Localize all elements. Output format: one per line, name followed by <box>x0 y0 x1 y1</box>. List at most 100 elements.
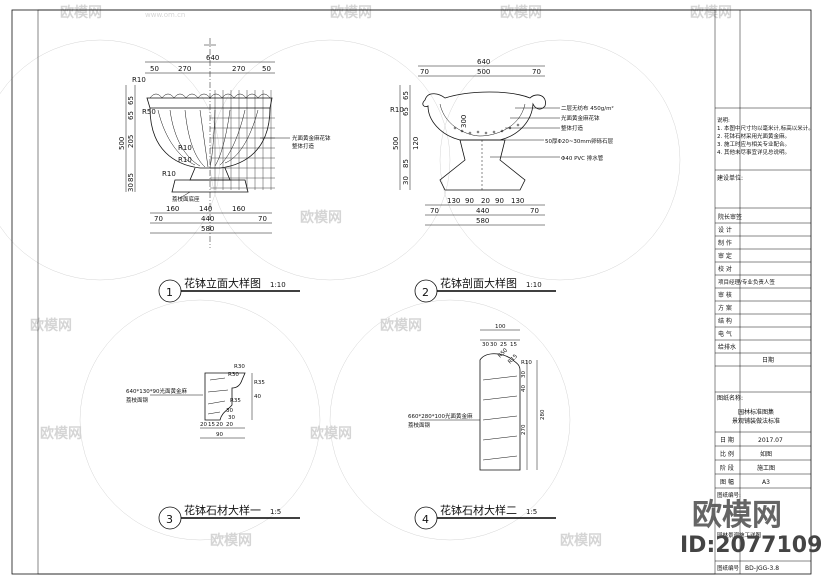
sect-bottom-dim: 580 <box>476 217 489 225</box>
drawing-scale: 1:5 <box>526 508 537 516</box>
tb-row-label: 校 对 <box>718 265 732 273</box>
elev-left-dim: 65 <box>127 111 135 120</box>
elev-left-dim: 65 <box>127 96 135 105</box>
tb-info-value: 施工图 <box>757 464 775 472</box>
sect-left-dim: R10 <box>390 106 404 114</box>
tb-row-label: 电 气 <box>718 330 732 338</box>
d1-note: 640*130*90光面黄金麻 <box>126 387 187 395</box>
tb-row-label: 设 计 <box>718 226 732 234</box>
inner-frame <box>37 9 716 575</box>
tb-row-label: 结 构 <box>718 317 732 325</box>
d2-right-dim: 270 <box>521 424 527 435</box>
title-block: 说明: 1. 本图中尺寸均以毫米计,标高以米计。 2. 花钵石材采用光面黄金麻。… <box>715 10 814 574</box>
drawing-scale: 1:10 <box>526 281 542 289</box>
d1-dim: 90 <box>216 432 223 438</box>
stone-detail-two: 100 30 30 25 15 30 40 270 280 R50 R15 R1… <box>408 324 546 471</box>
sect-inner-dim: 300 <box>460 115 468 128</box>
sect-bottom-dim: 130 <box>511 197 524 205</box>
wm-tile-brand: 欧模网 <box>40 425 82 442</box>
drawing-number: 2 <box>422 286 429 299</box>
d2-small-dim: 25 <box>500 342 507 348</box>
d1-dim: 20 <box>226 422 233 428</box>
sect-left-dim: 65 <box>402 107 410 116</box>
elev-top-dim: 50 <box>150 65 159 73</box>
tb-info-label: 阶 段 <box>720 464 734 472</box>
d1-note: 荔枝面钢 <box>126 396 149 404</box>
elev-top-dim: 50 <box>262 65 271 73</box>
sect-bottom-dim: 440 <box>476 207 489 215</box>
tb-row-label: 审 核 <box>718 291 732 299</box>
elev-top-dim: 270 <box>232 65 245 73</box>
watermark-brand: 欧模网 <box>692 498 782 533</box>
tb-row-label: 制 作 <box>718 239 732 247</box>
sect-bottom-dim: 90 <box>495 197 504 205</box>
d2-radius: R10 <box>521 360 532 366</box>
tb-info-value: 如图 <box>760 450 772 458</box>
d1-dim: 30 <box>228 415 235 421</box>
d2-radius: R50 <box>497 347 509 359</box>
elev-note: 光面黄金麻花钵 <box>292 134 331 142</box>
elev-top-dim: 270 <box>178 65 191 73</box>
wm-tile-brand: 欧模网 <box>500 4 542 21</box>
drawing-title-4: 4 花钵石材大样二 1:5 <box>414 503 556 530</box>
section-view: 640 70 500 70 R10 500 65 65 85 30 300 12… <box>390 58 614 226</box>
elev-bottom-dim: 70 <box>258 215 267 223</box>
sect-bottom-dim: 70 <box>430 207 439 215</box>
tb-signature-rows: 院长审签 设 计 制 作 审 定 校 对 项目经理/专业负责人签 审 核 方 案… <box>715 213 811 367</box>
sect-note: 整体打造 <box>561 124 584 132</box>
sect-bottom-dim: 20 <box>481 197 490 205</box>
elev-bottom-dim: 160 <box>166 205 179 213</box>
tb-project-label: 建设单位: <box>717 174 743 182</box>
tb-note: 1. 本图中尺寸均以毫米计,标高以米计。 <box>717 124 814 132</box>
tb-info-rows: 日 期 2017.07 比 例 如图 阶 段 施工图 图 幅 A3 <box>715 436 811 489</box>
d2-small-dim: 30 <box>482 342 489 348</box>
sect-note: 二层无纺布 450g/m² <box>561 104 614 112</box>
elev-bottom-dim: 140 <box>199 205 212 213</box>
elev-bottom-dim: 580 <box>201 225 214 233</box>
tb-drawing-name-label: 图纸名称: <box>717 394 743 402</box>
sect-note: 50厚Φ20~30mm卵砾石层 <box>545 137 614 145</box>
d2-note: 荔枝面钢 <box>408 421 431 429</box>
drawing-title: 花钵立面大样图 <box>184 276 261 290</box>
sect-left-dim: 30 <box>402 176 410 185</box>
tb-info-label: 比 例 <box>720 450 734 458</box>
wm-tile-brand: 欧模网 <box>690 4 732 21</box>
wm-tile-brand: 欧模网 <box>60 4 102 21</box>
tb-row-label: 院长审签 <box>718 213 742 221</box>
wm-tile-brand: 欧模网 <box>210 532 252 549</box>
d2-top-dim: 100 <box>495 324 506 330</box>
sect-left-dim: 500 <box>392 137 400 150</box>
d1-dim: 15 <box>208 422 215 428</box>
d1-dim: 20 <box>216 422 223 428</box>
wm-tile-brand: 欧模网 <box>560 532 602 549</box>
tb-drawing-name: 景观铺装做法标准 <box>732 417 780 425</box>
d1-dim: R35 <box>230 398 241 404</box>
drawing-scale: 1:10 <box>270 281 286 289</box>
tb-row-label: 项目经理/专业负责人签 <box>718 278 775 286</box>
elev-bottom-dim: 70 <box>154 215 163 223</box>
drawing-title: 花钵石材大样二 <box>440 503 517 517</box>
sect-top-dim: 640 <box>477 58 490 66</box>
elev-radius: R10 <box>178 156 192 164</box>
sect-bottom-dim: 130 <box>447 197 460 205</box>
tb-note: 说明: <box>717 116 730 124</box>
drawing-number: 1 <box>166 286 173 299</box>
drawing-number: 3 <box>166 513 173 526</box>
drawing-title-1: 1 花钵立面大样图 1:10 <box>158 276 300 303</box>
sect-left-dim: 85 <box>402 159 410 168</box>
tb-row-label: 方 案 <box>718 304 732 312</box>
elev-left-dim: 500 <box>118 137 126 150</box>
d1-dim: R35 <box>254 380 265 386</box>
watermark-tiles: 欧模网 www.om.cn 欧模网 欧模网 欧模网 欧模网 欧模网 欧模网 欧模… <box>0 4 732 549</box>
tb-note: 4. 其他未尽事宜详见总说明。 <box>717 148 790 156</box>
tb-note: 3. 施工时应与相关专业配合。 <box>717 140 790 148</box>
sect-top-dim: 70 <box>532 68 541 76</box>
d1-dim: 40 <box>254 394 261 400</box>
watermark-logo: 欧模网 ID:2077109 <box>680 498 822 558</box>
outer-border <box>11 9 812 575</box>
elev-left-dim: 205 <box>127 135 135 148</box>
d2-small-dim: 15 <box>510 342 517 348</box>
drawing-title-2: 2 花钵剖面大样图 1:10 <box>414 276 556 303</box>
drawing-number: 4 <box>422 513 429 526</box>
tb-drawing-no-label: 图纸编号 <box>717 564 740 572</box>
